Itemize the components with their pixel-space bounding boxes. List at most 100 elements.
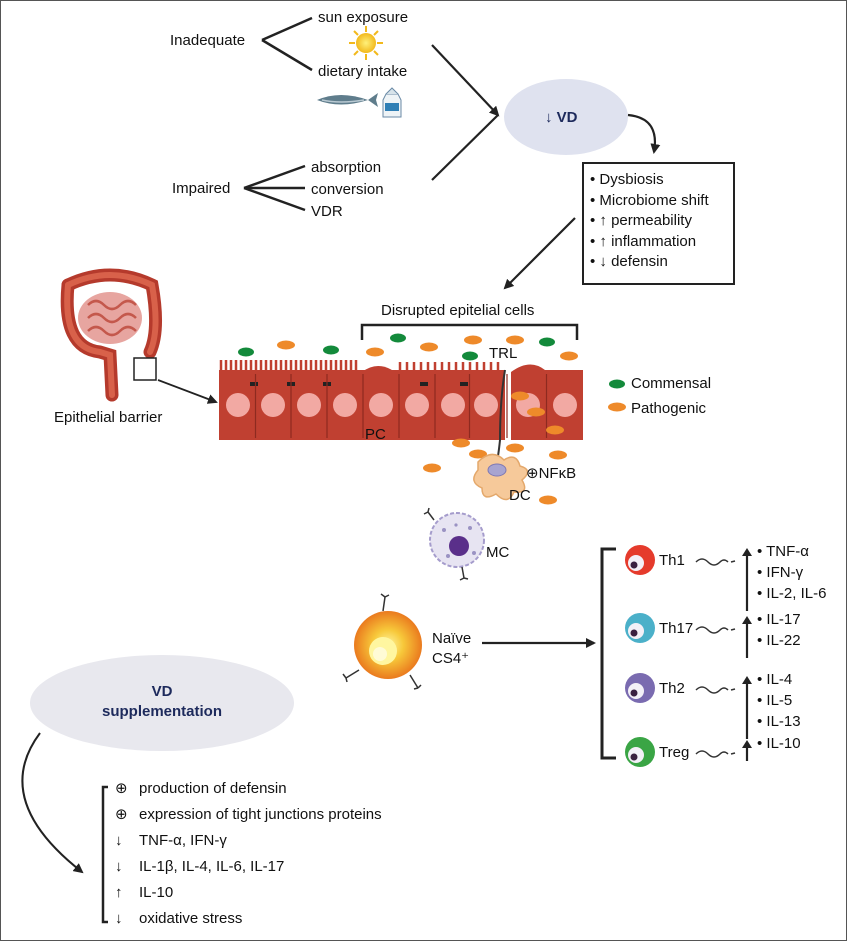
tight-junction [460, 382, 468, 386]
pc-label: PC [365, 426, 386, 443]
cytokine-item: • IL-17 [757, 611, 801, 628]
commensal-bacterium [462, 351, 478, 361]
pathogenic-bacterium [452, 438, 470, 448]
pathogenic-bacterium [511, 391, 529, 401]
th-cell-core [630, 753, 638, 761]
th-cell-name: Th17 [659, 620, 694, 637]
pathogenic-bacterium [277, 340, 295, 350]
cell-nucleus [297, 393, 321, 417]
dc-label: DC [509, 487, 531, 504]
disrupted-bracket [360, 323, 579, 340]
th-cell-graphics [625, 545, 752, 767]
signal-wave [695, 558, 729, 566]
vd-low-label: ↓ VD [545, 109, 578, 126]
absorption-label: absorption [311, 159, 382, 176]
bacteria-layer [238, 333, 626, 505]
pathogenic-bacterium [506, 335, 524, 345]
th-cell-core [630, 629, 638, 637]
supplementation-effect-text: expression of tight junctions proteins [139, 806, 382, 823]
supplementation-effect-text: IL-1β, IL-4, IL-6, IL-17 [139, 858, 285, 875]
effect-item: • Microbiome shift [590, 191, 709, 209]
signal-wave-tip [730, 688, 736, 691]
effect-item: • ↑ inflammation [590, 232, 697, 250]
th-cell-core [630, 689, 638, 697]
supplementation-effect-text: TNF-α, IFN-γ [139, 832, 227, 849]
cytokine-item: • IL-22 [757, 632, 801, 649]
supplementation-effect-text: production of defensin [139, 780, 287, 797]
cytokine-item: • IL-2, IL-6 [757, 585, 827, 602]
converge-arrow [431, 44, 500, 117]
sun-exposure-label: sun exposure [318, 9, 409, 26]
effect-symbol: ⊕ [115, 806, 128, 823]
effects-box [582, 162, 735, 285]
pathogenic-bacterium [420, 342, 438, 352]
increase-arrow-head [742, 740, 752, 748]
milk-carton-icon [382, 87, 402, 118]
cell-nucleus [441, 393, 465, 417]
effect-item: • ↓ defensin [590, 253, 668, 271]
cell-nucleus [474, 393, 498, 417]
cell-nucleus [405, 393, 429, 417]
naive-label: Naïve [432, 630, 472, 647]
th-cell-name: Th2 [659, 680, 685, 697]
intestine-icon [60, 268, 163, 402]
th-cell-name: Th1 [659, 552, 685, 569]
inadequate-branch [261, 16, 313, 72]
th-bracket [600, 547, 616, 760]
pathogenic-bacterium [423, 463, 441, 473]
signal-wave [695, 750, 729, 758]
cytokine-item: • IL-10 [757, 735, 801, 752]
pathogenic-bacterium [539, 495, 557, 505]
vdr-label: VDR [311, 203, 343, 220]
increase-arrow-head [742, 616, 752, 624]
signal-wave [695, 686, 729, 694]
inadequate-label: Inadequate [170, 32, 246, 49]
effect-symbol: ⊕ [115, 780, 128, 797]
nfkb-label: ⊕NFκB [526, 465, 577, 482]
cytokine-item: • TNF-α [757, 543, 809, 560]
pathogenic-bacterium [546, 425, 564, 435]
cell-nucleus [333, 393, 357, 417]
sun-icon [349, 26, 383, 60]
th-cell-core [630, 561, 638, 569]
effect-symbol: ↑ [115, 884, 123, 901]
vd-supplementation-ellipse [30, 655, 294, 751]
pathogenic-bacterium [549, 450, 567, 460]
pathogenic-bacterium [464, 335, 482, 345]
signal-wave-tip [730, 560, 736, 563]
increase-arrow-head [742, 548, 752, 556]
tight-junction [250, 382, 258, 386]
supplementation-bracket [101, 785, 108, 924]
supplementation-effect-text: IL-10 [139, 884, 174, 901]
effect-symbol: ↓ [115, 858, 123, 875]
cell-nucleus [369, 393, 393, 417]
signal-wave-tip [730, 752, 736, 755]
commensal-bacterium [323, 345, 339, 355]
epithelial-barrier-label: Epithelial barrier [54, 409, 163, 426]
naive-t-cell-icon [342, 593, 422, 690]
commensal-bacterium [238, 347, 254, 357]
commensal-bacterium [539, 337, 555, 347]
dendritic-cell-icon [473, 453, 529, 501]
vd-supplementation-title: supplementation [101, 703, 222, 720]
epithelial-cell-row [219, 360, 583, 440]
signal-wave [695, 626, 729, 634]
effect-symbol: ↓ [115, 832, 123, 849]
zoom-arrow [157, 379, 218, 404]
pathogenic-bacterium [469, 449, 487, 459]
effects-to-barrier-arrow [503, 217, 576, 290]
pathogenic-bacterium [560, 351, 578, 361]
commensal-bacterium [609, 379, 625, 389]
disrupted-cells-label: Disrupted epitelial cells [381, 302, 535, 319]
cytokine-item: • IFN-γ [757, 564, 804, 581]
cell-nucleus [553, 393, 577, 417]
supplementation-arrow [21, 732, 84, 874]
macrophage-icon [423, 507, 485, 581]
pathogenic-bacterium [506, 443, 524, 453]
tight-junction [420, 382, 428, 386]
fish-icon [317, 93, 378, 107]
cell-nucleus [226, 393, 250, 417]
effects-list: • Dysbiosis • Microbiome shift • ↑ perme… [590, 170, 709, 273]
effect-item: • Dysbiosis [590, 171, 664, 188]
